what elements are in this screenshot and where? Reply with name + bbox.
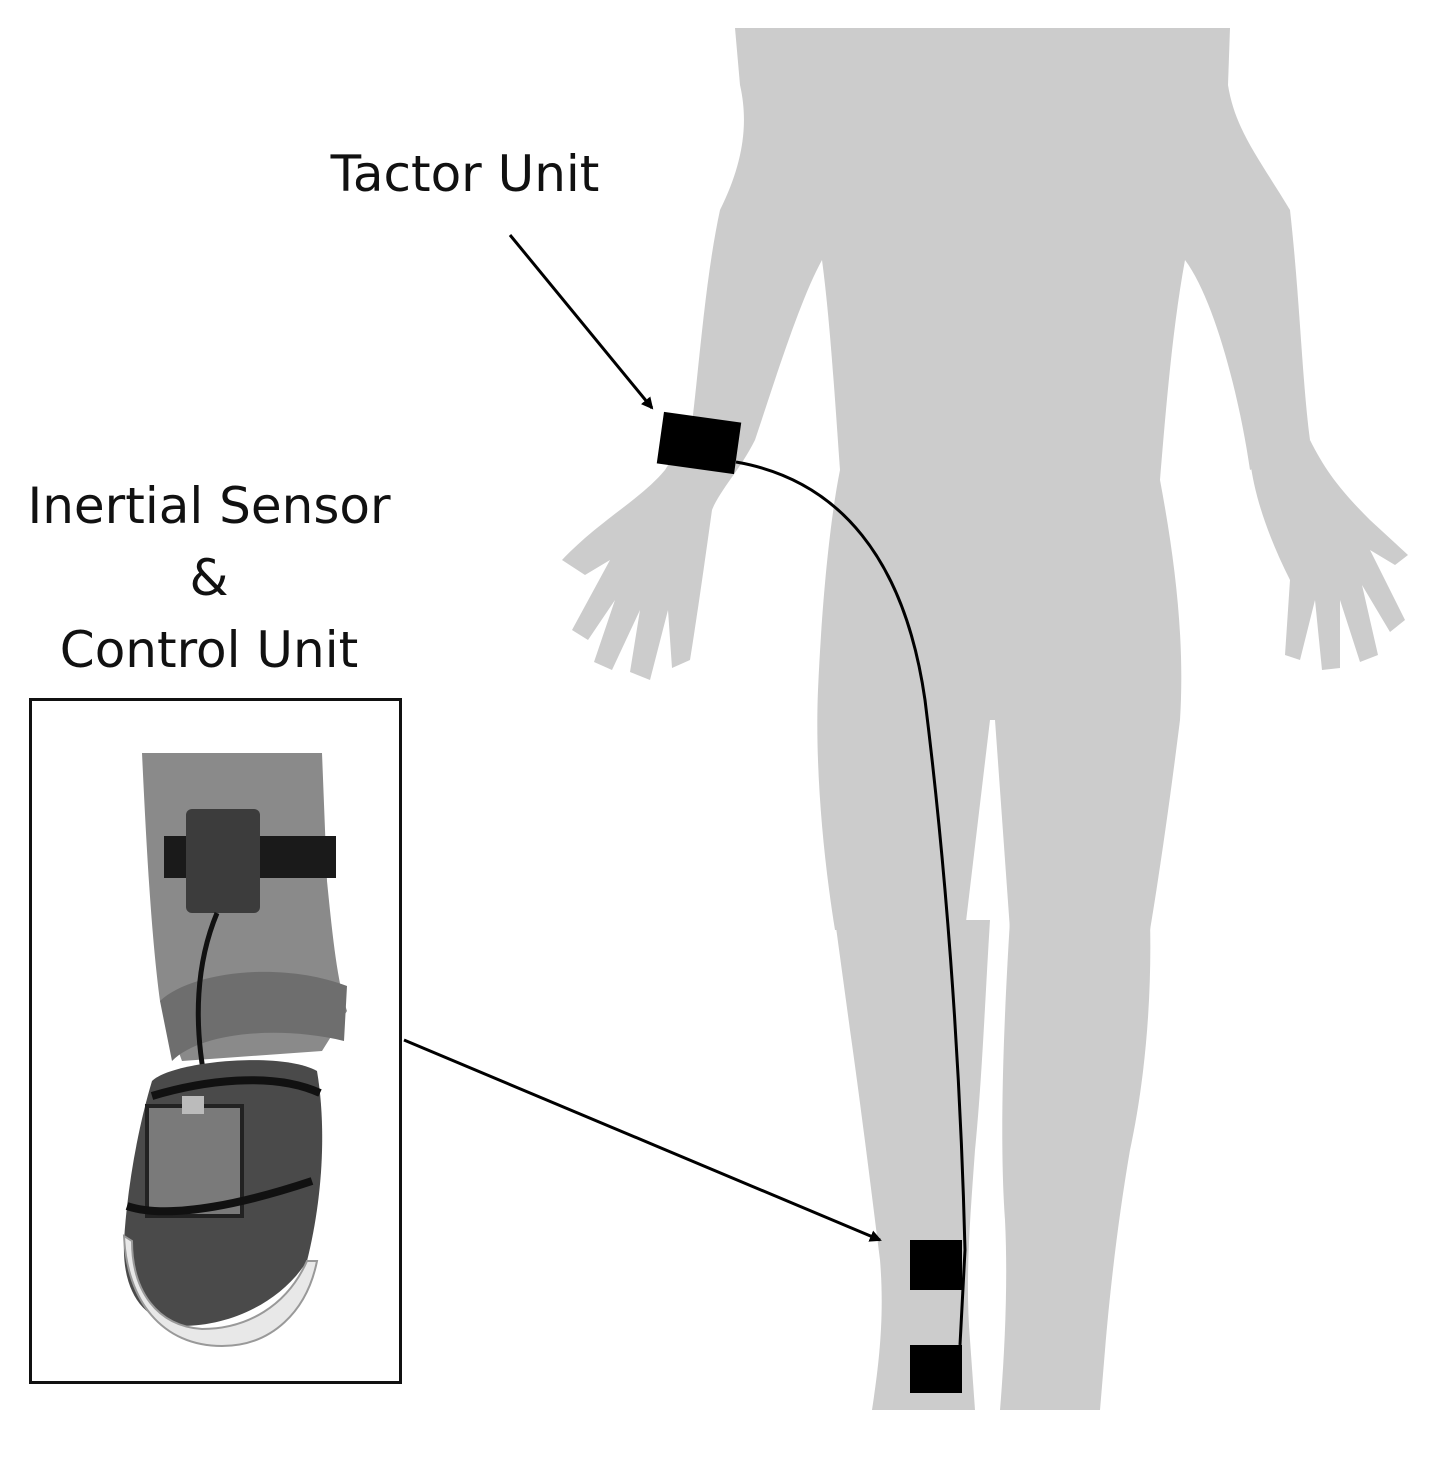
sensor-label-line3: Control Unit — [59, 621, 359, 679]
tactor-unit-label: Tactor Unit — [330, 145, 600, 203]
right-arm — [1250, 440, 1408, 670]
sensor-label-line2: & — [189, 549, 229, 607]
left-arm — [562, 430, 755, 680]
shoe-straps — [125, 1076, 322, 1216]
sensor-label-line1: Inertial Sensor — [27, 477, 391, 535]
control-board — [145, 1104, 244, 1218]
board-chip — [182, 1096, 204, 1114]
foot-photo — [122, 753, 347, 1348]
shoe-sole — [122, 1234, 319, 1348]
sensor-arrow — [403, 1038, 882, 1242]
human-silhouette — [562, 28, 1408, 1410]
wrist-tactor — [656, 411, 742, 475]
foot-photo-inset — [29, 698, 402, 1384]
pant-cuff — [160, 971, 347, 1061]
tactor-arrow — [508, 234, 654, 410]
cable — [735, 460, 967, 1346]
ankle-tactor-lower — [910, 1345, 962, 1393]
sensor-control-label: Inertial Sensor & Control Unit — [0, 470, 418, 686]
inertial-sensor — [186, 809, 260, 913]
ankle-tactor-upper — [910, 1240, 962, 1290]
right-leg — [1000, 920, 1151, 1410]
torso-shape — [690, 28, 1310, 930]
left-leg — [835, 920, 990, 1410]
